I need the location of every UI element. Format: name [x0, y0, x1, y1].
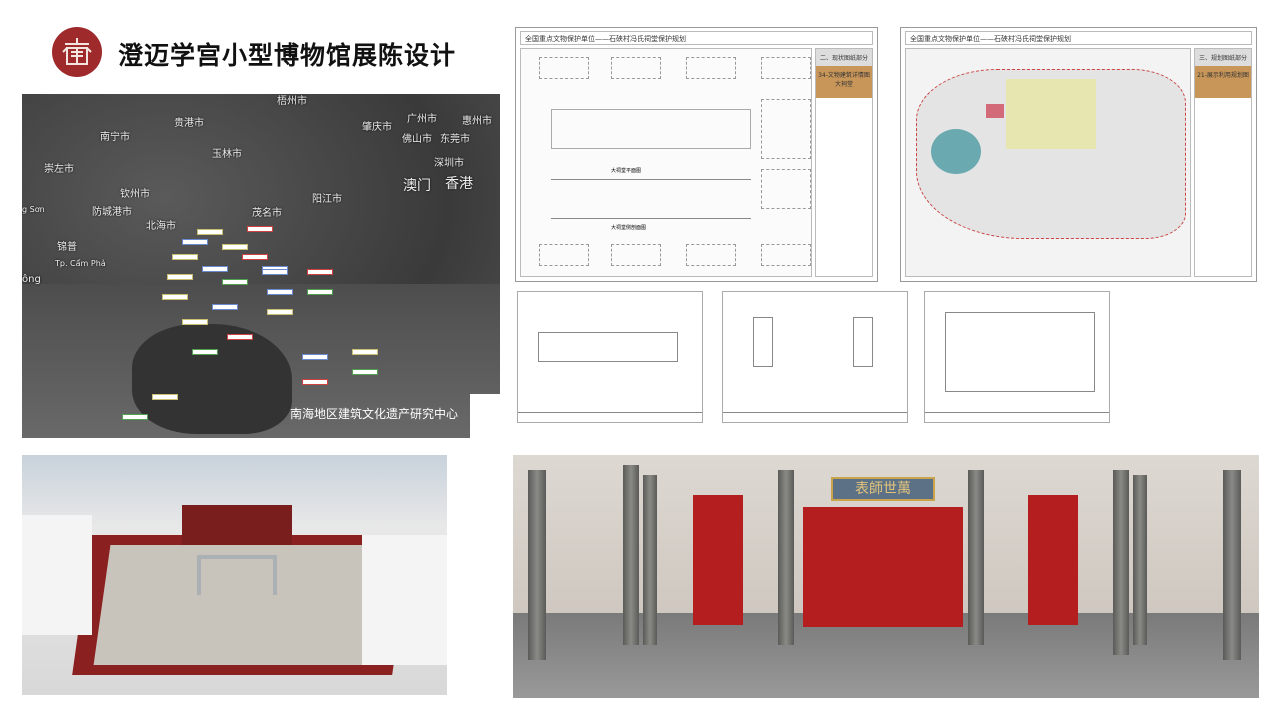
drawing-label: 大祠堂侧剖面图: [611, 225, 647, 231]
city-label: 梧州市: [277, 96, 307, 107]
sheet-caption: 21-展示利用规划图: [1195, 66, 1251, 98]
page-title: 澄迈学宫小型博物馆展陈设计: [118, 41, 457, 70]
city-label: 玉林市: [212, 149, 242, 160]
city-label: 北海市: [146, 221, 176, 232]
sheet-section: 三、规划图纸部分: [1195, 49, 1251, 66]
city-label: Tp. Cẩm Phả: [55, 259, 106, 268]
academy-aerial-render: [22, 455, 447, 695]
city-label: 肇庆市: [362, 122, 392, 133]
sheet-title: 全国重点文物保护单位——石硖村冯氏祠堂保护规划: [520, 31, 873, 45]
section-drawing: [722, 291, 908, 423]
sheet-title: 全国重点文物保护单位——石硖村冯氏祠堂保护规划: [905, 31, 1252, 45]
watermark: 南海地区建筑文化遗产研究中心: [290, 407, 459, 421]
site-plan-drawing: [924, 291, 1110, 423]
city-label: ông: [22, 274, 41, 285]
city-label: 深圳市: [434, 158, 464, 169]
city-label: 崇左市: [44, 164, 74, 175]
city-label: 贵港市: [174, 118, 204, 129]
exhibition-hall-render: 表師世萬: [513, 455, 1259, 698]
city-label: 南宁市: [100, 132, 130, 143]
city-label: 东莞市: [440, 134, 470, 145]
logo-emblem-icon: [62, 38, 92, 65]
city-label: 广州市: [407, 114, 437, 125]
sheet-section: 二、现状图纸部分: [816, 49, 872, 66]
city-label: 防城港市: [92, 207, 132, 218]
heritage-distribution-map: 梧州市 贵港市 肇庆市 广州市 惠州市 南宁市 佛山市 东莞市 玉林市 崇左市 …: [22, 94, 500, 438]
logo: [52, 27, 102, 77]
drawing-label: 大祠堂平面图: [611, 168, 642, 174]
map-legend: [470, 394, 500, 438]
city-label: g Sơn: [22, 205, 45, 214]
city-label: 澳门: [403, 178, 431, 194]
planning-sheet-status: 全国重点文物保护单位——石硖村冯氏祠堂保护规划 大祠堂平面图 大祠堂侧剖面图 二…: [515, 27, 878, 282]
city-label: 佛山市: [402, 134, 432, 145]
city-label: 惠州市: [462, 116, 492, 127]
city-label: 钦州市: [120, 189, 150, 200]
city-label: 锦普: [57, 242, 77, 253]
city-label: 阳江市: [312, 194, 342, 205]
city-label: 香港: [445, 176, 473, 192]
city-label: 茂名市: [252, 208, 282, 219]
hall-plaque: 表師世萬: [831, 477, 935, 501]
elevation-drawing: [517, 291, 703, 423]
sheet-caption: 34-文物建筑详情图 大祠堂: [816, 66, 872, 98]
